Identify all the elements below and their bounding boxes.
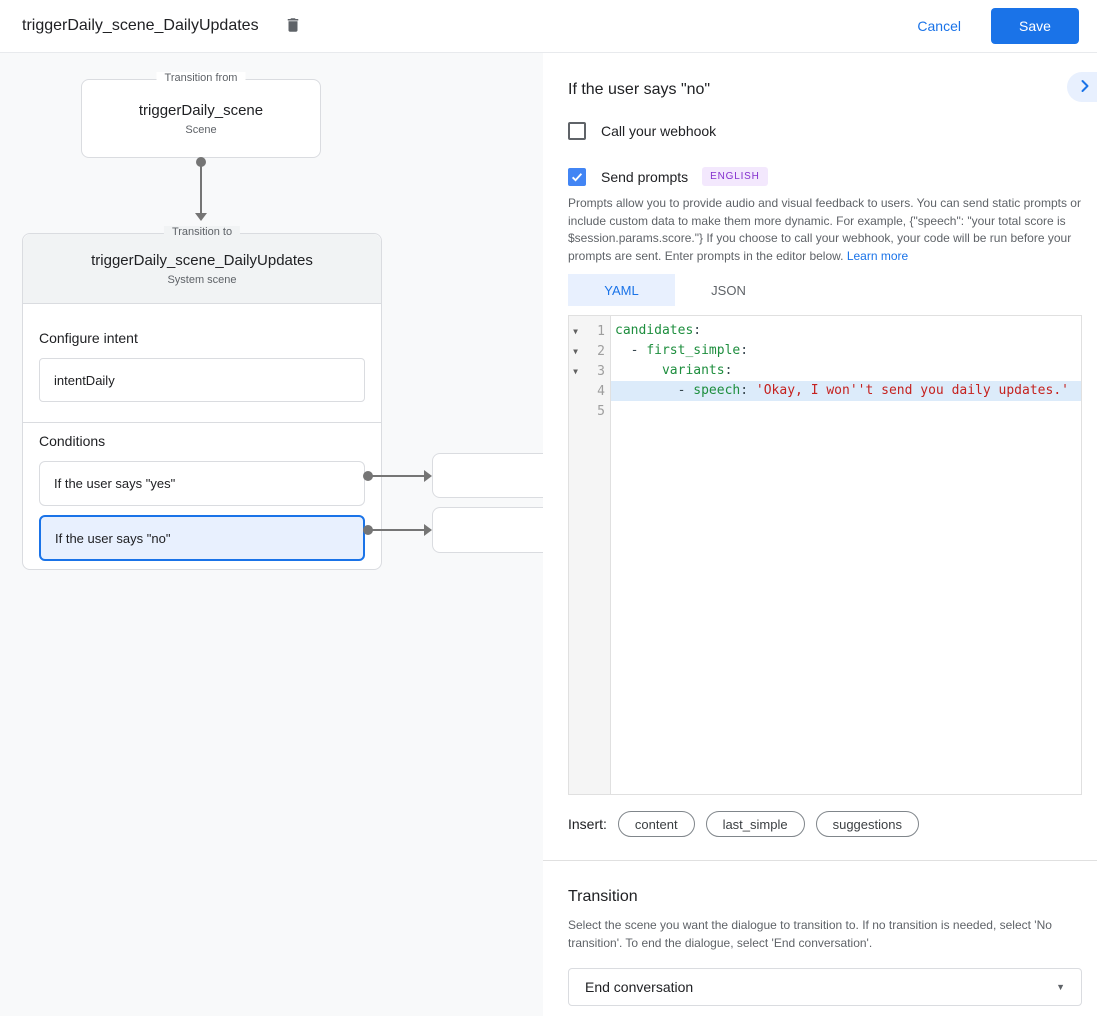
fold-arrow-icon[interactable]	[569, 347, 582, 356]
editor-gutter: 1 2 3 4 5	[569, 316, 611, 794]
condition-row-no[interactable]: If the user says "no"	[39, 515, 365, 561]
to-scene-subtitle: System scene	[167, 274, 237, 286]
intent-field[interactable]: intentDaily	[39, 358, 365, 402]
line-number: 2	[597, 343, 605, 359]
to-node-body: Configure intent intentDaily Conditions …	[23, 304, 381, 586]
condition-no-line	[371, 529, 425, 531]
code-line-4-selected: - speech: 'Okay, I won''t send you daily…	[611, 381, 1081, 401]
to-scene-title: triggerDaily_scene_DailyUpdates	[91, 252, 313, 269]
panel-title: If the user says "no"	[568, 81, 711, 98]
condition-no-target-node[interactable]	[432, 507, 543, 553]
gutter-line: 2	[569, 341, 610, 361]
learn-more-link[interactable]: Learn more	[846, 248, 909, 263]
condition-no-arrowhead	[424, 524, 432, 536]
code-line-5	[611, 401, 1081, 421]
transition-description: Select the scene you want the dialogue t…	[568, 918, 1052, 950]
checkmark-icon	[570, 171, 584, 188]
connector-line	[200, 162, 202, 214]
editor-format-tabs: YAML JSON	[568, 274, 782, 306]
gutter-line: 4	[569, 381, 610, 401]
collapse-panel-button[interactable]	[1067, 72, 1097, 102]
fold-arrow-icon[interactable]	[569, 367, 582, 376]
scene-flow-canvas[interactable]: Transition from triggerDaily_scene Scene…	[0, 53, 543, 1016]
transition-from-node[interactable]: Transition from triggerDaily_scene Scene	[81, 72, 321, 158]
transition-from-legend: Transition from	[156, 72, 246, 84]
insert-row: Insert: content last_simple suggestions	[568, 811, 919, 837]
gutter-line: 3	[569, 361, 610, 381]
line-number: 3	[597, 363, 605, 379]
webhook-row: Call your webhook	[568, 122, 716, 140]
from-scene-subtitle: Scene	[185, 124, 217, 136]
page-title: triggerDaily_scene_DailyUpdates	[22, 17, 259, 34]
save-button[interactable]: Save	[991, 8, 1079, 44]
panel-section-divider	[543, 860, 1097, 861]
insert-chip-last-simple[interactable]: last_simple	[705, 811, 805, 837]
conditions-label: Conditions	[39, 433, 106, 449]
cancel-button[interactable]: Cancel	[917, 18, 961, 34]
gutter-line: 1	[569, 321, 610, 341]
line-number: 5	[597, 403, 605, 419]
condition-no-label: If the user says "no"	[55, 530, 171, 546]
tab-json[interactable]: JSON	[711, 282, 746, 298]
line-number: 1	[597, 323, 605, 339]
dropdown-caret-icon	[1056, 982, 1065, 992]
insert-label: Insert:	[568, 816, 607, 832]
top-bar: triggerDaily_scene_DailyUpdates Cancel S…	[0, 0, 1097, 53]
prompts-row: Send prompts ENGLISH	[568, 167, 768, 186]
code-line-3: variants:	[661, 363, 733, 378]
code-line-1: candidates:	[615, 323, 702, 338]
transition-select[interactable]: End conversation	[568, 968, 1082, 1006]
prompts-description-text: Prompts allow you to provide audio and v…	[568, 196, 1081, 263]
section-divider	[23, 422, 381, 423]
to-node-header: Transition to triggerDaily_scene_DailyUp…	[23, 226, 381, 304]
gutter-line: 5	[569, 401, 610, 421]
condition-yes-arrowhead	[424, 470, 432, 482]
condition-yes-line	[371, 475, 425, 477]
transition-section-title: Transition	[568, 888, 638, 905]
condition-yes-dot	[363, 471, 373, 481]
editor-code-area[interactable]: candidates: - first_simple: variants: - …	[611, 316, 1081, 794]
insert-chip-content[interactable]: content	[617, 811, 695, 837]
transition-select-value: End conversation	[585, 979, 694, 995]
configure-intent-label: Configure intent	[39, 330, 138, 346]
condition-row-yes[interactable]: If the user says "yes"	[39, 461, 365, 506]
tab-yaml[interactable]: YAML	[568, 274, 675, 306]
code-line-2: - first_simple:	[615, 343, 749, 358]
send-prompts-checkbox[interactable]	[568, 167, 586, 188]
insert-chip-suggestions[interactable]: suggestions	[815, 811, 919, 837]
intent-value: intentDaily	[54, 372, 115, 388]
call-webhook-checkbox[interactable]	[568, 122, 586, 140]
from-scene-title: triggerDaily_scene	[138, 102, 264, 119]
fold-arrow-icon[interactable]	[569, 327, 582, 336]
line-number: 4	[597, 383, 605, 399]
transition-to-node[interactable]: Transition to triggerDaily_scene_DailyUp…	[22, 226, 382, 570]
condition-yes-target-node[interactable]	[432, 453, 543, 498]
condition-no-dot	[363, 525, 373, 535]
language-badge: ENGLISH	[702, 167, 768, 186]
call-webhook-label: Call your webhook	[601, 123, 717, 139]
condition-yes-label: If the user says "yes"	[54, 476, 176, 491]
chevron-right-icon	[1075, 76, 1095, 99]
connector-arrowhead	[195, 213, 207, 221]
transition-to-legend: Transition to	[163, 226, 241, 238]
delete-button[interactable]	[277, 10, 309, 42]
trash-icon	[284, 16, 302, 37]
send-prompts-label: Send prompts	[601, 168, 689, 185]
prompts-description: Prompts allow you to provide audio and v…	[568, 195, 1082, 265]
condition-detail-panel: If the user says "no" Call your webhook …	[543, 53, 1097, 1016]
prompt-code-editor[interactable]: 1 2 3 4 5 can	[568, 315, 1082, 795]
